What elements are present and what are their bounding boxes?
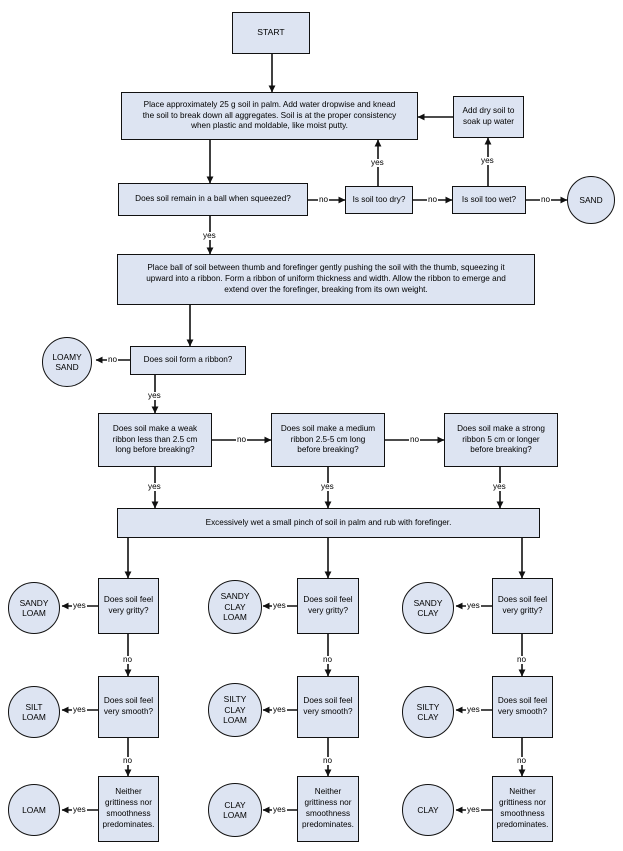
edge-label-yes: yes xyxy=(320,482,335,492)
edge-label-no: no xyxy=(409,435,421,445)
edge-label-no: no xyxy=(322,655,334,665)
ribbon-instruction-box: Place ball of soil between thumb and for… xyxy=(117,254,535,305)
clay-loam-result: CLAY LOAM xyxy=(208,783,262,837)
edge-label-no: no xyxy=(122,655,134,665)
edge-label-yes: yes xyxy=(147,482,162,492)
loamy-sand-result: LOAMY SAND xyxy=(42,337,92,387)
edge-label-yes: yes xyxy=(72,805,87,815)
sandy-loam-result: SANDY LOAM xyxy=(8,582,60,634)
silt-loam-result: SILT LOAM xyxy=(8,686,60,738)
strong-ribbon-question-box: Does soil make a strong ribbon 5 cm or l… xyxy=(444,413,558,467)
edge-label-yes: yes xyxy=(147,391,162,401)
edge-label-no: no xyxy=(107,355,119,365)
loam-result: LOAM xyxy=(8,784,60,836)
start-node: START xyxy=(232,12,310,54)
edge-label-yes: yes xyxy=(272,601,287,611)
too-wet-question-box: Is soil too wet? xyxy=(452,186,526,214)
edge-label-no: no xyxy=(516,655,528,665)
edge-label-no: no xyxy=(540,195,552,205)
gritty-question-box-3: Does soil feel very gritty? xyxy=(492,578,553,634)
neither-box-2: Neither grittiness nor smoothness predom… xyxy=(297,776,359,842)
edge-label-yes: yes xyxy=(466,805,481,815)
smooth-question-box-1: Does soil feel very smooth? xyxy=(98,676,159,738)
edge-label-no: no xyxy=(322,756,334,766)
silty-clay-result: SILTY CLAY xyxy=(402,686,454,738)
silty-clay-loam-result: SILTY CLAY LOAM xyxy=(208,683,262,737)
wet-pinch-instruction-box: Excessively wet a small pinch of soil in… xyxy=(117,508,540,538)
edge-label-yes: yes xyxy=(466,705,481,715)
too-dry-question-box: Is soil too dry? xyxy=(345,186,413,214)
gritty-question-box-2: Does soil feel very gritty? xyxy=(297,578,359,634)
smooth-question-box-3: Does soil feel very smooth? xyxy=(492,676,553,738)
weak-ribbon-question-box: Does soil make a weak ribbon less than 2… xyxy=(98,413,212,467)
edge-label-yes: yes xyxy=(370,158,385,168)
edge-label-yes: yes xyxy=(202,231,217,241)
smooth-question-box-2: Does soil feel very smooth? xyxy=(297,676,359,738)
edge-label-no: no xyxy=(318,195,330,205)
edge-label-yes: yes xyxy=(480,156,495,166)
edge-label-no: no xyxy=(236,435,248,445)
add-dry-soil-box: Add dry soil to soak up water xyxy=(453,96,524,138)
ball-question-box: Does soil remain in a ball when squeezed… xyxy=(118,183,308,216)
edge-label-no: no xyxy=(516,756,528,766)
form-ribbon-question-box: Does soil form a ribbon? xyxy=(130,346,246,375)
gritty-question-box-1: Does soil feel very gritty? xyxy=(98,578,159,634)
knead-instruction-box: Place approximately 25 g soil in palm. A… xyxy=(121,92,418,140)
edge-label-no: no xyxy=(122,756,134,766)
edge-label-yes: yes xyxy=(466,601,481,611)
medium-ribbon-question-box: Does soil make a medium ribbon 2.5-5 cm … xyxy=(271,413,385,467)
neither-box-1: Neither grittiness nor smoothness predom… xyxy=(98,776,159,842)
sand-result: SAND xyxy=(567,176,615,224)
sandy-clay-result: SANDY CLAY xyxy=(402,582,454,634)
edge-label-no: no xyxy=(427,195,439,205)
edge-label-yes: yes xyxy=(492,482,507,492)
edge-label-yes: yes xyxy=(72,705,87,715)
edge-label-yes: yes xyxy=(72,601,87,611)
edge-label-yes: yes xyxy=(272,805,287,815)
neither-box-3: Neither grittiness nor smoothness predom… xyxy=(492,776,553,842)
clay-result: CLAY xyxy=(402,784,454,836)
sandy-clay-loam-result: SANDY CLAY LOAM xyxy=(208,580,262,634)
edge-label-yes: yes xyxy=(272,705,287,715)
